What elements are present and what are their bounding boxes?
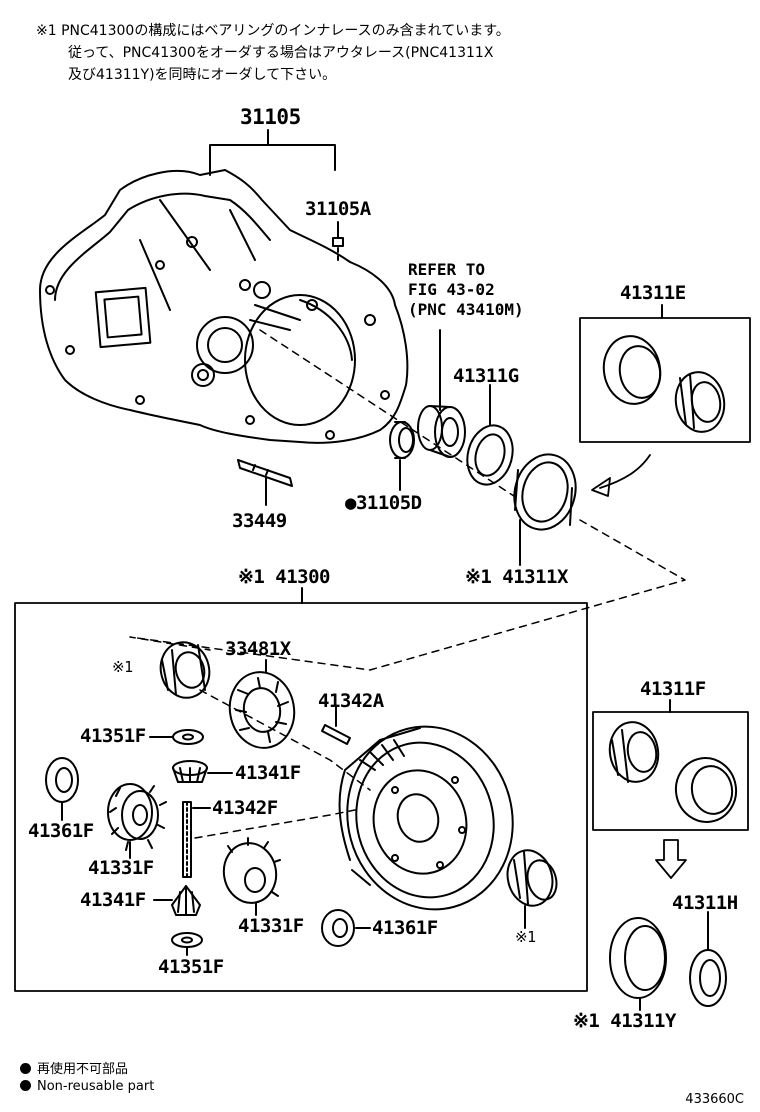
legend-non-reusable-en: Non-reusable part [20,1079,154,1094]
washer-41351F-bottom [171,932,203,956]
side-gear-41331F-left [107,783,167,859]
label-41351F-bottom: 41351F [158,956,224,978]
washer-41351F-top [149,729,204,745]
down-arrow [655,839,687,879]
label-41341F-bottom: 41341F [80,889,146,911]
label-mark1-top: ※1 [112,658,133,676]
label-41300: ※1 41300 [238,566,331,588]
bearing-inner-right [506,849,558,929]
refer-line-3: (PNC 43410M) [408,300,524,319]
outer-race-41311Y [609,917,667,1011]
label-33481X: 33481X [225,638,291,660]
callout-bracket-31105 [209,129,336,176]
label-33449: 33449 [232,510,287,532]
bearing-43410M [417,329,466,458]
oil-seal-31105D [389,421,415,491]
pinion-gear-41341F-bottom [153,885,201,916]
curved-arrow [599,454,651,489]
dashed-guide-right [129,519,686,671]
label-41351F-top: 41351F [80,725,146,747]
figure-id: 433660C [685,1092,744,1107]
curved-arrow-head [591,477,611,497]
label-41361F-left: 41361F [28,820,94,842]
plug-31105A [332,221,344,263]
shim-41311G [466,384,514,486]
note-line-2: 従って、PNC41300をオーダする場合はアウタレース(PNC41311X [68,45,494,61]
legend-text-ja: 再使用不可部品 [37,1062,129,1077]
differential-case-ring-gear [338,725,514,911]
washer-41361F-left [45,757,79,821]
legend-non-reusable-ja: 再使用不可部品 [20,1058,128,1077]
side-gear-41331F-right [222,837,281,916]
box-41311E [579,304,751,443]
label-41311Y: ※1 41311Y [573,1010,676,1032]
refer-line-1: REFER TO [408,260,486,279]
differential-box-41300 [14,602,588,992]
label-41361F-right: 41361F [372,917,438,939]
label-31105D: ●31105D [345,492,422,514]
axis-line-upper [259,329,521,501]
dashed-axis-lower [199,689,371,791]
note-line-3: 及び41311Y)を同時にオーダして下さい。 [68,67,337,83]
bearing-inner-left [159,641,211,699]
label-41311H: 41311H [672,892,738,914]
label-41331F-left: 41331F [88,857,154,879]
header-note: ※1 PNC41300の構成にはベアリングのインナレースのみ含まれています。 従… [36,20,510,86]
label-41311F: 41311F [640,678,706,700]
label-31105: 31105 [240,105,301,129]
label-41341F-top: 41341F [235,762,301,784]
label-31105A: 31105A [305,198,371,220]
box-41311F [592,699,749,831]
shim-41311H [689,911,727,1007]
filled-circle-icon [20,1063,31,1074]
label-41311X: ※1 41311X [465,566,568,588]
label-41311E: 41311E [620,282,686,304]
label-mark1-bottom: ※1 [515,928,536,946]
legend-text-en: Non-reusable part [37,1079,155,1094]
label-41331F-bottom: 41331F [238,915,304,937]
transaxle-case-housing [39,169,409,444]
washer-41361F-right [321,909,371,947]
refer-line-2: FIG 43-02 [408,280,495,299]
shaft-41342F [182,801,211,878]
filled-circle-icon [20,1080,31,1091]
pin-41342A [321,705,351,745]
pinion-gear-41341F-top [172,760,233,783]
note-line-1: ※1 PNC41300の構成にはベアリングのインナレースのみ含まれています。 [36,23,510,39]
label-41311G: 41311G [453,365,519,387]
outer-race-41311X [513,453,577,566]
part-33449 [237,459,293,506]
dashed-guide-shaft [194,809,356,839]
label-41342A: 41342A [318,690,384,712]
tone-ring-33481X [228,659,296,749]
label-41342F: 41342F [212,797,278,819]
refer-to-fig-note: REFER TO FIG 43-02 (PNC 43410M) [408,260,524,320]
